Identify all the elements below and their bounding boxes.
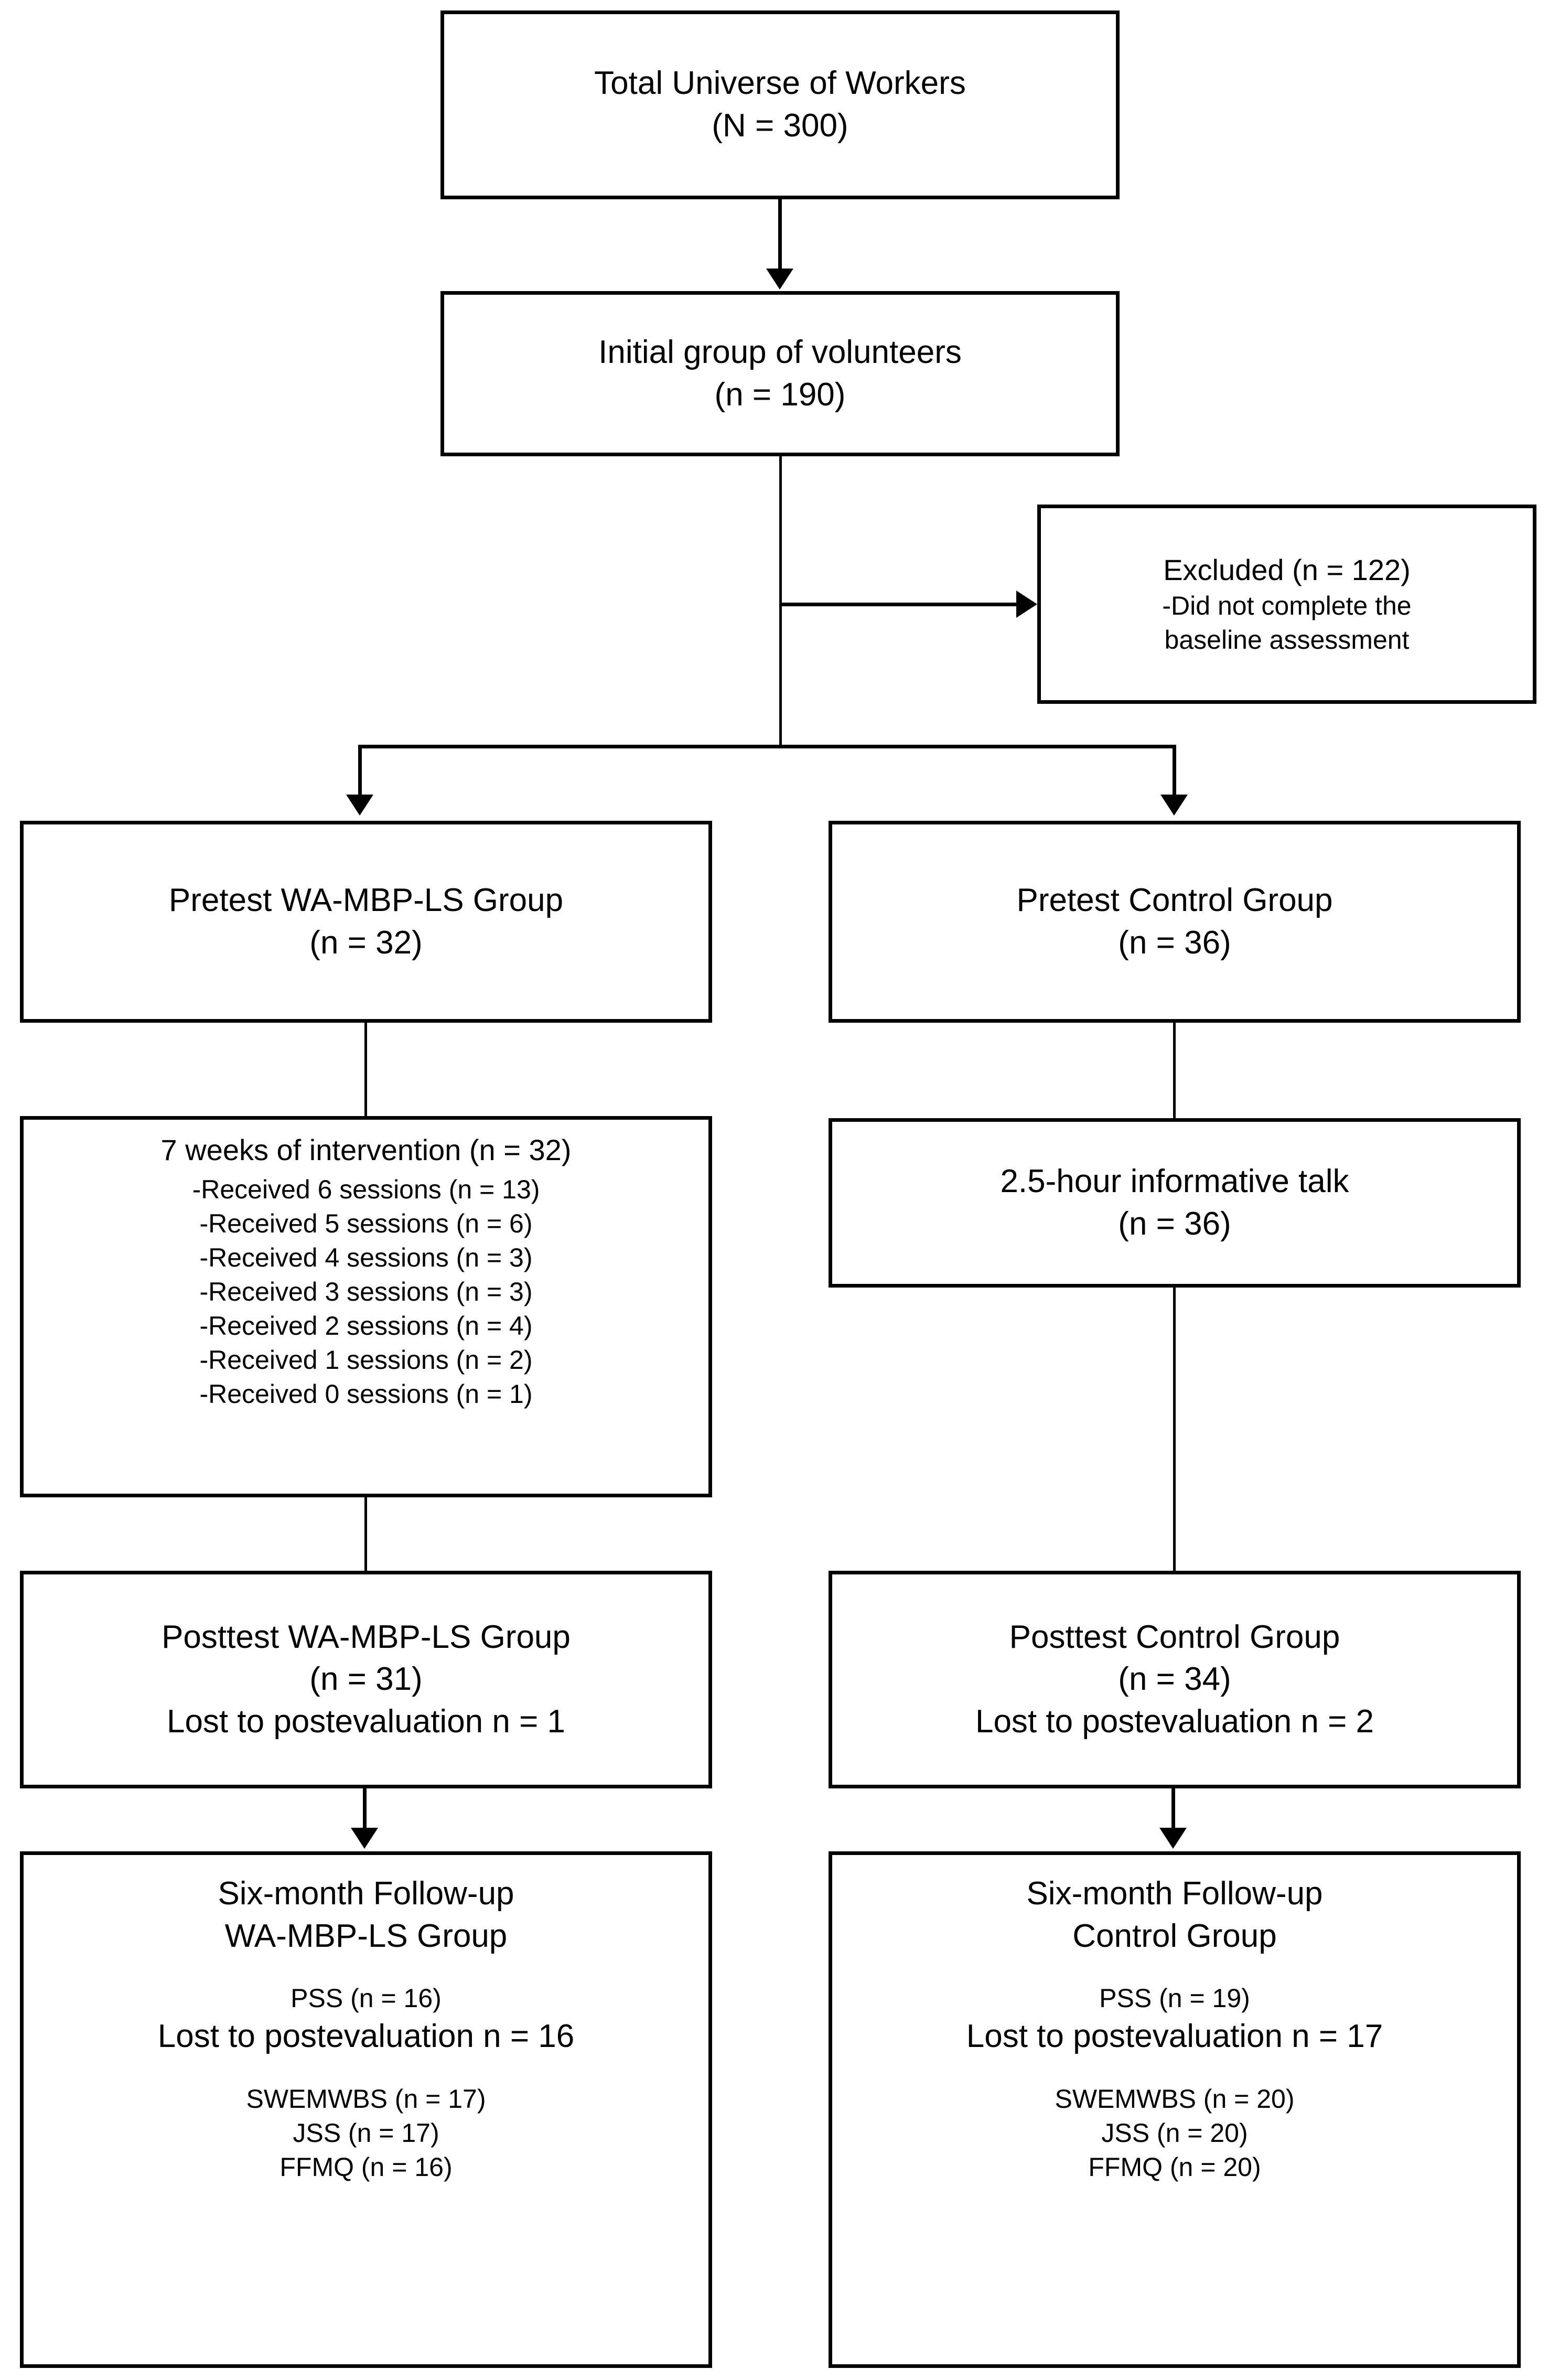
session-item-0: -Received 0 sessions (n = 1)	[199, 1379, 533, 1409]
followup-intervention-pss: PSS (n = 16)	[291, 1984, 442, 2013]
followup-intervention-ffmq: FFMQ (n = 16)	[279, 2152, 453, 2182]
node-posttest-control: Posttest Control Group (n = 34) Lost to …	[829, 1571, 1521, 1788]
node-pretest-intervention: Pretest WA-MBP-LS Group (n = 32)	[20, 821, 712, 1023]
connector-posttest-control-to-followup	[1171, 1788, 1175, 1831]
node-followup-control: Six-month Follow-up Control Group PSS (n…	[829, 1851, 1521, 2368]
followup-control-ffmq: FFMQ (n = 20)	[1088, 2152, 1261, 2182]
arrowhead-followup-control	[1159, 1828, 1187, 1849]
session-item-5: -Received 5 sessions (n = 6)	[199, 1208, 533, 1238]
session-item-2: -Received 2 sessions (n = 4)	[199, 1311, 533, 1341]
node-excluded-line3: baseline assessment	[1164, 625, 1410, 655]
node-followup-control-line1: Six-month Follow-up	[1026, 1875, 1323, 1912]
node-initial-volunteers-line1: Initial group of volunteers	[598, 334, 962, 370]
followup-control-jss: JSS (n = 20)	[1101, 2118, 1248, 2148]
arrowhead-universe-to-volunteers	[766, 269, 793, 290]
node-excluded-line2: -Did not complete the	[1162, 591, 1412, 621]
node-posttest-control-line3: Lost to postevaluation n = 2	[975, 1703, 1374, 1740]
connector-intervention-to-posttest	[364, 1497, 367, 1573]
node-posttest-control-line2: (n = 34)	[1118, 1661, 1231, 1698]
followup-intervention-lost: Lost to postevaluation n = 16	[157, 2018, 575, 2055]
node-informative-talk: 2.5-hour informative talk (n = 36)	[829, 1118, 1521, 1288]
node-excluded-line1: Excluded (n = 122)	[1163, 553, 1411, 586]
node-intervention-header: 7 weeks of intervention (n = 32)	[160, 1133, 572, 1166]
followup-control-lost: Lost to postevaluation n = 17	[966, 2018, 1383, 2055]
connector-posttest-intervention-to-followup	[363, 1788, 367, 1831]
node-total-universe-line2: (N = 300)	[712, 108, 848, 144]
node-posttest-intervention-line1: Posttest WA-MBP-LS Group	[162, 1618, 571, 1655]
node-pretest-control: Pretest Control Group (n = 36)	[829, 821, 1521, 1023]
node-pretest-control-line1: Pretest Control Group	[1016, 882, 1333, 918]
session-item-3: -Received 3 sessions (n = 3)	[199, 1277, 533, 1306]
followup-intervention-jss: JSS (n = 17)	[293, 2118, 439, 2148]
connector-split-right-drop	[1173, 745, 1176, 797]
node-informative-talk-line1: 2.5-hour informative talk	[1000, 1163, 1349, 1199]
node-pretest-control-line2: (n = 36)	[1118, 924, 1231, 961]
node-followup-intervention: Six-month Follow-up WA-MBP-LS Group PSS …	[20, 1851, 712, 2368]
node-initial-volunteers-line2: (n = 190)	[714, 376, 846, 413]
node-informative-talk-line2: (n = 36)	[1118, 1205, 1231, 1242]
node-pretest-intervention-line2: (n = 32)	[309, 924, 423, 961]
connector-universe-to-volunteers	[778, 199, 782, 270]
connector-talk-to-posttest	[1173, 1288, 1176, 1573]
arrowhead-split-left	[346, 795, 373, 816]
connector-to-excluded	[779, 603, 1018, 606]
node-posttest-intervention-line3: Lost to postevaluation n = 1	[166, 1703, 566, 1740]
session-item-4: -Received 4 sessions (n = 3)	[199, 1242, 533, 1272]
node-intervention: 7 weeks of intervention (n = 32) -Receiv…	[20, 1116, 712, 1497]
connector-pretest-intervention-down	[364, 1023, 367, 1117]
session-item-1: -Received 1 sessions (n = 2)	[199, 1345, 533, 1375]
node-excluded: Excluded (n = 122) -Did not complete the…	[1037, 505, 1536, 704]
connector-split-left-drop	[358, 745, 362, 797]
arrowhead-to-excluded	[1016, 591, 1037, 618]
connector-pretest-control-down	[1173, 1023, 1176, 1120]
connector-volunteers-trunk	[779, 456, 782, 747]
node-posttest-intervention-line2: (n = 31)	[309, 1661, 423, 1698]
node-posttest-intervention: Posttest WA-MBP-LS Group (n = 31) Lost t…	[20, 1571, 712, 1788]
node-followup-intervention-line2: WA-MBP-LS Group	[224, 1917, 508, 1954]
followup-control-swemwbs: SWEMWBS (n = 20)	[1055, 2084, 1295, 2114]
node-initial-volunteers: Initial group of volunteers (n = 190)	[440, 291, 1120, 456]
arrowhead-followup-intervention	[351, 1828, 378, 1849]
followup-intervention-swemwbs: SWEMWBS (n = 17)	[246, 2084, 486, 2114]
node-posttest-control-line1: Posttest Control Group	[1009, 1618, 1340, 1655]
node-pretest-intervention-line1: Pretest WA-MBP-LS Group	[168, 882, 564, 918]
node-total-universe: Total Universe of Workers (N = 300)	[440, 10, 1120, 199]
node-followup-control-line2: Control Group	[1072, 1917, 1277, 1954]
session-item-6: -Received 6 sessions (n = 13)	[192, 1174, 540, 1204]
node-total-universe-line1: Total Universe of Workers	[594, 65, 966, 102]
followup-control-pss: PSS (n = 19)	[1099, 1984, 1250, 2013]
node-followup-intervention-line1: Six-month Follow-up	[218, 1875, 514, 1912]
connector-split-bar	[358, 745, 1176, 748]
arrowhead-split-right	[1160, 795, 1188, 816]
intervention-session-list: -Received 6 sessions (n = 13) -Received …	[39, 1173, 693, 1411]
